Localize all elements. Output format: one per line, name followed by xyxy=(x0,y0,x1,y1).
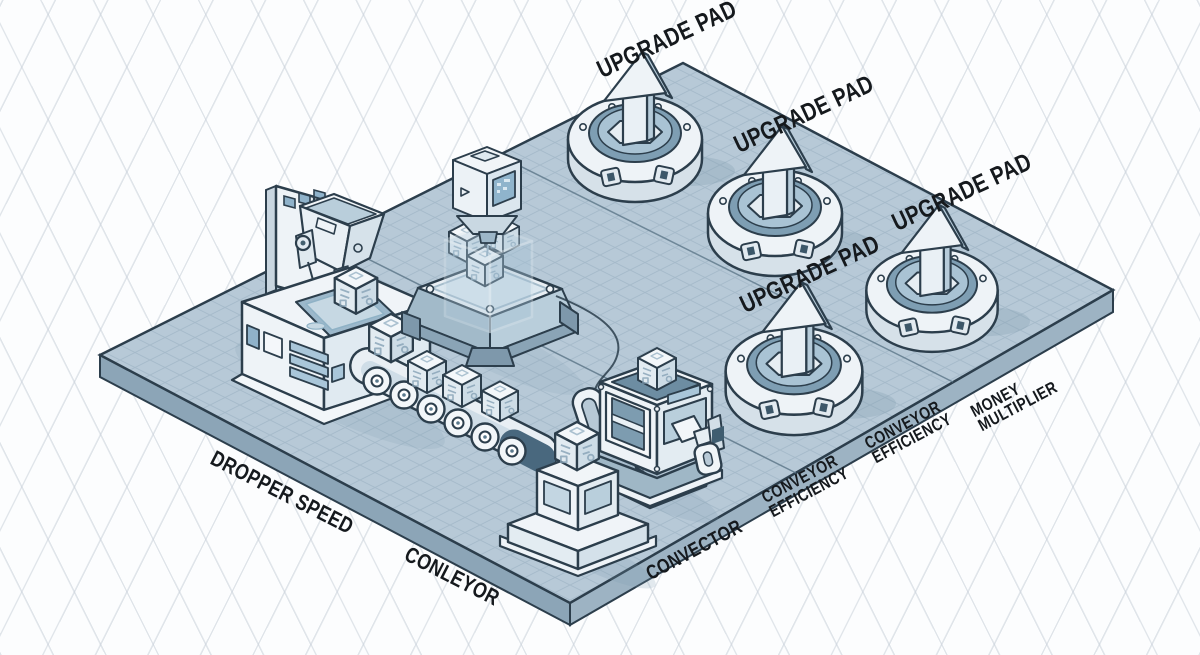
base-button-white[interactable] xyxy=(263,331,283,359)
base-button-blue[interactable] xyxy=(246,324,260,350)
dropper-head xyxy=(452,146,522,257)
base-vent-slats xyxy=(289,340,329,391)
convector-screws xyxy=(597,383,714,473)
convector-machine xyxy=(571,347,725,510)
screen-pixels xyxy=(497,179,510,193)
crank-handle[interactable] xyxy=(693,414,725,476)
cube-on-convector xyxy=(637,347,677,391)
head-funnel xyxy=(456,215,518,235)
cube-on-pedestal xyxy=(554,420,600,472)
pedestal-panel-left xyxy=(543,480,571,515)
platform-seam-1 xyxy=(499,155,954,383)
hopper-slot xyxy=(315,217,337,235)
head-triangle-glyph xyxy=(460,187,470,197)
platform-top-grid xyxy=(100,63,1113,603)
upgrader-pedestal xyxy=(401,146,579,367)
convector-slot xyxy=(667,384,701,405)
conveyor-belt xyxy=(349,312,559,473)
dropper-hopper xyxy=(294,192,386,299)
display-pedestal xyxy=(498,420,658,578)
panel-vent-lights xyxy=(283,188,326,210)
cube-on-tray xyxy=(333,265,379,315)
pedestal-panel-right xyxy=(584,480,612,515)
platform xyxy=(97,61,1116,627)
